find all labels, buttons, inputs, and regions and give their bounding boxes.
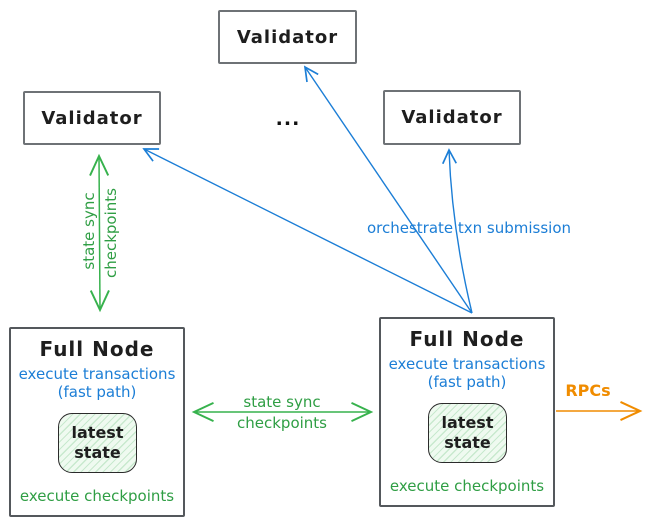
state-sync-vertical-label-line2: checkpoints [102, 188, 120, 278]
execute-transactions-label: execute transactions [18, 365, 176, 383]
latest-state-line2: state [74, 443, 121, 462]
full-node-title: Full Node [39, 337, 155, 361]
arrow-orchestrate-to-left-validator [142, 148, 473, 314]
latest-state-box: latest state [428, 403, 507, 463]
orchestrate-txn-submission-label: orchestrate txn submission [366, 219, 572, 237]
rpcs-label: RPCs [565, 381, 611, 400]
execute-checkpoints-label: execute checkpoints [19, 487, 175, 505]
arrow-orchestrate-to-top-validator [303, 65, 473, 314]
validator-box-right: Validator [383, 90, 521, 145]
execute-transactions-label: execute transactions [388, 355, 546, 373]
full-node-box-left: Full Node execute transactions (fast pat… [9, 327, 185, 517]
validator-label: Validator [401, 107, 503, 128]
latest-state-line1: latest [71, 423, 124, 442]
execute-checkpoints-label: execute checkpoints [389, 477, 545, 495]
arrow-orchestrate-to-right-validator [441, 148, 473, 314]
validator-box-left: Validator [23, 91, 161, 145]
validator-box-top: Validator [218, 10, 357, 64]
latest-state-line1: latest [441, 413, 494, 432]
state-sync-vertical-label-line1: state sync [80, 192, 98, 270]
state-sync-horizontal-label-line2: checkpoints [237, 414, 327, 432]
fast-path-label: (fast path) [427, 373, 507, 391]
fast-path-label: (fast path) [57, 383, 137, 401]
full-node-title: Full Node [409, 327, 525, 351]
latest-state-line2: state [444, 433, 491, 452]
state-sync-horizontal-label-line1: state sync [243, 393, 321, 411]
validators-ellipsis: ... [275, 108, 301, 130]
arrow-state-sync-vertical [89, 153, 110, 313]
validator-label: Validator [236, 26, 339, 48]
full-node-box-right: Full Node execute transactions (fast pat… [379, 317, 555, 507]
validator-label: Validator [41, 107, 143, 129]
latest-state-box: latest state [58, 413, 137, 473]
